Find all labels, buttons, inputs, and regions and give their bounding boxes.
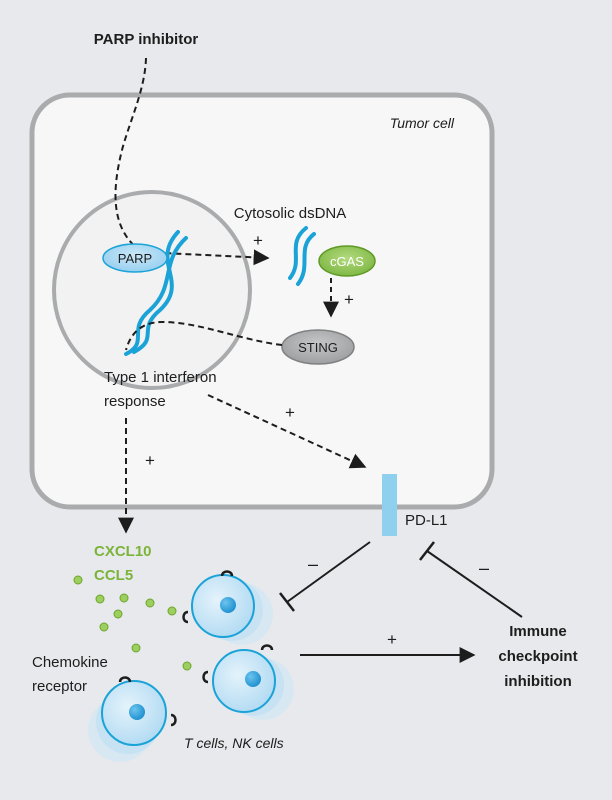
- chemokine-particle: [182, 661, 192, 671]
- t-cell-1: [182, 570, 273, 645]
- parp-label: PARP: [118, 251, 152, 266]
- chemokine-particle: [99, 622, 109, 632]
- immune-label-line2: checkpoint: [498, 648, 577, 665]
- chemokine-particle: [73, 575, 83, 585]
- sign-cells-to-immune: +: [387, 630, 397, 649]
- sign-cgas-to-sting: +: [344, 290, 354, 309]
- sign-immune-inhibits-pdl1: –: [479, 558, 489, 578]
- sting-to-type1-path: [125, 320, 283, 351]
- chemokine-receptor-label-line2: receptor: [32, 678, 87, 695]
- chemokine-receptor-label-line1: Chemokine: [32, 654, 108, 671]
- sting-protein: [281, 329, 355, 365]
- chemokine-particle: [119, 593, 129, 603]
- chemokine-particle: [131, 643, 141, 653]
- chemokine-particle: [95, 594, 105, 604]
- parp-inhibitor-path: [114, 57, 270, 266]
- pdl1-inhibition-line: [286, 541, 371, 603]
- chemokine-particles: [73, 575, 192, 671]
- pdl1-label: PD-L1: [405, 512, 448, 529]
- tumor-cell-label: Tumor cell: [390, 115, 455, 131]
- pdl1-inhibition-bar: [279, 592, 295, 612]
- cgas-label: cGAS: [330, 254, 364, 269]
- sign-type1-to-chemokines: +: [145, 451, 155, 470]
- sign-dsdna-to-cgas: +: [253, 231, 263, 250]
- dna-strand-cytosolic: [288, 226, 316, 286]
- type1-interferon-label-line1: Type 1 interferon: [104, 369, 217, 386]
- t-cell-3: [88, 676, 177, 762]
- immune-inhibition-line: [426, 550, 523, 618]
- cxcl10-label: CXCL10: [94, 543, 152, 560]
- parp-protein: [102, 243, 168, 273]
- type1-to-pdl1-arrow: [207, 394, 367, 469]
- t-cells-nk-cells-label: T cells, NK cells: [184, 735, 284, 751]
- sting-label: STING: [298, 340, 338, 355]
- sign-type1-to-pdl1: +: [285, 403, 295, 422]
- immune-label-line1: Immune: [509, 623, 567, 640]
- immune-inhibition-bar: [419, 541, 435, 561]
- dna-strand-nuclear: [124, 230, 188, 356]
- type1-interferon-label-line2: response: [104, 393, 166, 410]
- cgas-protein: [318, 245, 376, 277]
- chemokine-particle: [145, 598, 155, 608]
- ccl5-label: CCL5: [94, 567, 133, 584]
- sign-pdl1-inhibits-cells: –: [308, 554, 318, 574]
- parp-inhibitor-label: PARP inhibitor: [94, 31, 199, 48]
- chemokine-particle: [113, 609, 123, 619]
- chemokine-particle: [167, 606, 177, 616]
- nucleus: [52, 190, 252, 390]
- t-cell-2: [202, 644, 294, 720]
- cytosolic-dsdna-label: Cytosolic dsDNA: [234, 205, 347, 222]
- immune-label-line3: inhibition: [504, 673, 571, 690]
- pdl1-receptor: [382, 474, 397, 536]
